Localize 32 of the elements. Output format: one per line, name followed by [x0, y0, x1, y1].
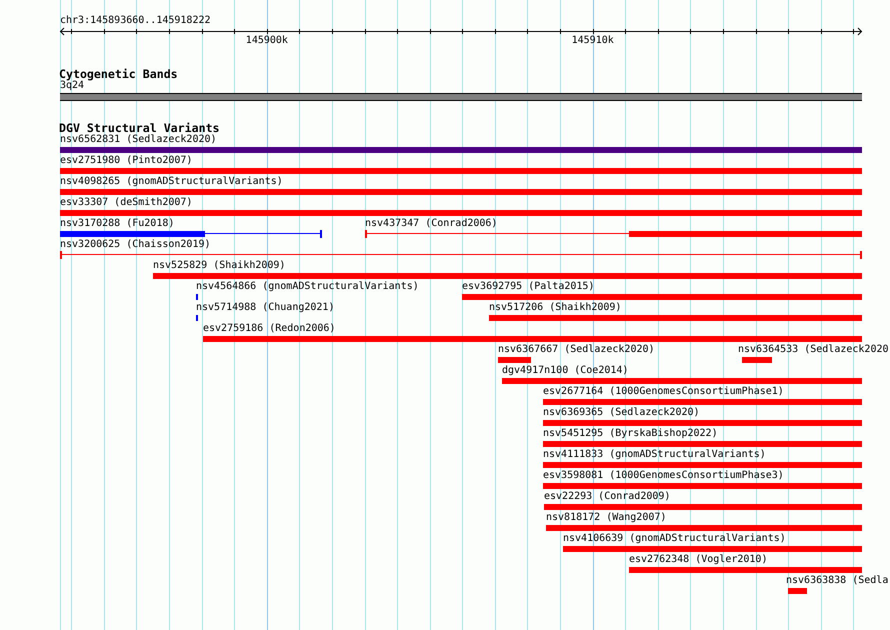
variant-label: esv22293 (Conrad2009)	[544, 491, 670, 503]
band-label: 3q24	[60, 80, 84, 92]
variant-label: nsv4564866 (gnomADStructuralVariants)	[196, 281, 419, 293]
variant-label: nsv818172 (Wang2007)	[546, 512, 666, 524]
variant-label: nsv525829 (Shaikh2009)	[153, 260, 286, 272]
variant-label: nsv5451295 (ByrskaBishop2022)	[543, 428, 718, 440]
variant-label: nsv4098265 (gnomADStructuralVariants)	[60, 176, 283, 188]
variant-label: nsv6369365 (Sedlazeck2020)	[543, 407, 700, 419]
variant-label: esv33307 (deSmith2007)	[60, 197, 192, 209]
track-title: Cytogenetic Bands	[59, 68, 178, 80]
variant-label: nsv3170288 (Fu2018)	[60, 218, 174, 230]
variant-label: esv2762348 (Vogler2010)	[629, 554, 768, 566]
variant-label: nsv3200625 (Chaisson2019)	[60, 239, 211, 251]
variant-label: nsv6562831 (Sedlazeck2020)	[60, 134, 217, 146]
variant-label: nsv517206 (Shaikh2009)	[489, 302, 622, 314]
variant-label: esv2751980 (Pinto2007)	[60, 155, 192, 167]
variant-label: nsv6363838 (Sedla	[786, 575, 888, 587]
track-title: DGV Structural Variants	[59, 122, 220, 134]
location-label: chr3:145893660..145918222	[60, 15, 211, 27]
variant-label: esv2759186 (Redon2006)	[203, 323, 336, 335]
variant-label: nsv4106639 (gnomADStructuralVariants)	[563, 533, 786, 545]
variant-label: dgv4917n100 (Coe2014)	[502, 365, 628, 377]
variant-label: esv3598081 (1000GenomesConsortiumPhase3)	[543, 470, 784, 482]
variant-label: nsv4111833 (gnomADStructuralVariants)	[543, 449, 766, 461]
variant-label: nsv6367667 (Sedlazeck2020)	[498, 344, 655, 356]
variant-label: nsv5714988 (Chuang2021)	[196, 302, 334, 314]
variant-label: esv3692795 (Palta2015)	[462, 281, 594, 293]
variant-label: nsv437347 (Conrad2006)	[365, 218, 498, 230]
variant-label: esv2677164 (1000GenomesConsortiumPhase1)	[543, 386, 784, 398]
tick-label: 145910k	[572, 35, 614, 47]
tick-label: 145900k	[246, 35, 288, 47]
variant-label: nsv6364533 (Sedlazeck2020	[738, 344, 889, 356]
